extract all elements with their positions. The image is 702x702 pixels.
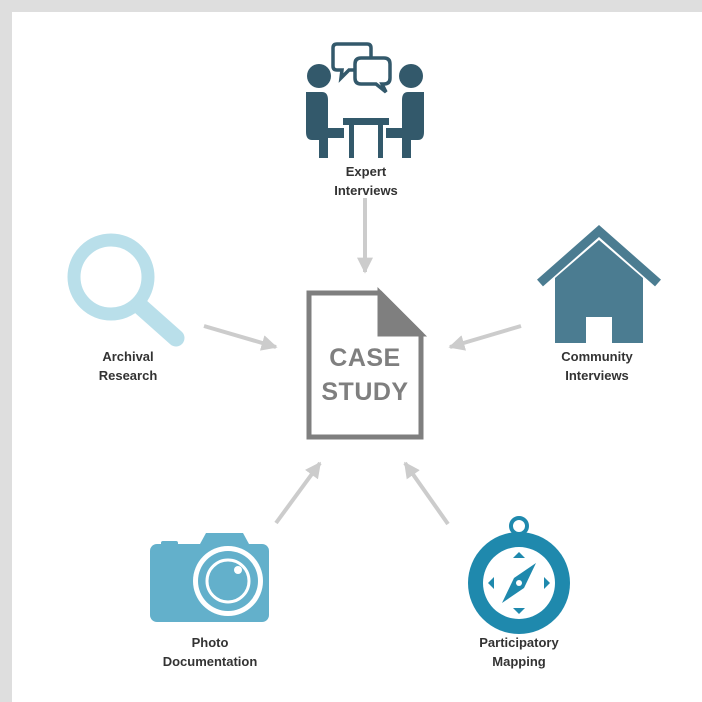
mapping-label-line-2: Mapping [492, 654, 546, 669]
participatory-mapping-label: Participatory Mapping [429, 633, 609, 671]
archival-label-line-1: Archival [102, 349, 154, 364]
archival-research-label: Archival Research [38, 347, 218, 385]
community-label-line-2: Interviews [565, 368, 629, 383]
document-icon [306, 286, 428, 440]
frame-border-top [0, 0, 702, 12]
archival-label-line-2: Research [98, 368, 158, 383]
mapping-label-line-1: Participatory [479, 635, 559, 650]
photo-label-line-1: Photo [191, 635, 229, 650]
expert-interviews-label: Expert Interviews [276, 162, 456, 200]
community-interviews-label: Community Interviews [507, 347, 687, 385]
photo-label-line-2: Documentation [162, 654, 258, 669]
arrow-mapping [403, 461, 450, 526]
magnifier-icon [67, 233, 185, 347]
compass-icon [468, 516, 570, 634]
arrow-community [448, 324, 522, 351]
case-study-line-2: STUDY [321, 378, 409, 406]
arrow-photo [274, 461, 322, 525]
arrow-archival [203, 324, 278, 351]
community-label-line-1: Community [561, 349, 633, 364]
case-study-title: CASE STUDY [308, 341, 422, 409]
expert-label-line-1: Expert [345, 164, 387, 179]
camera-icon [150, 533, 269, 622]
expert-label-line-2: Interviews [334, 183, 398, 198]
house-icon [537, 225, 661, 343]
case-study-line-1: CASE [329, 344, 401, 372]
photo-documentation-label: Photo Documentation [120, 633, 300, 671]
frame-border-left [0, 0, 12, 702]
interview-icon [306, 42, 424, 158]
